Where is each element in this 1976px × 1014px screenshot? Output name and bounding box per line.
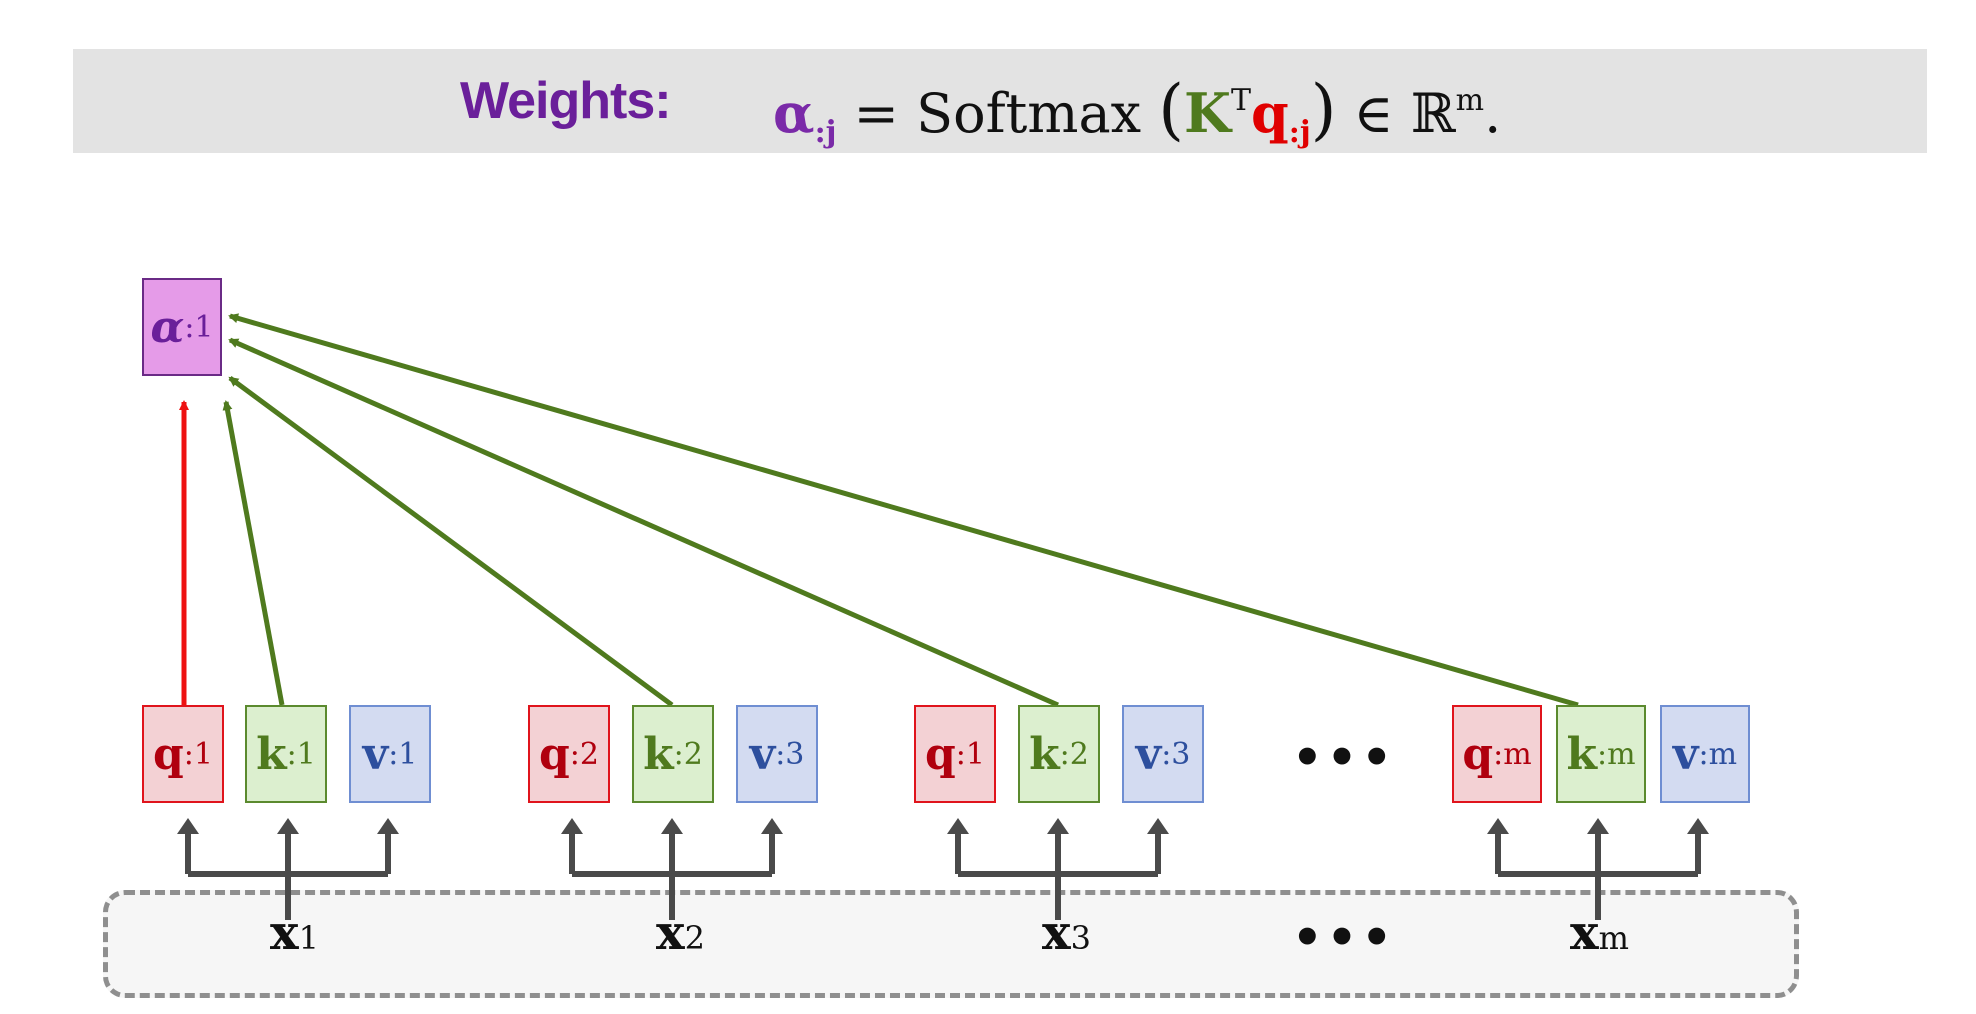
formula-alpha-sub: :j: [814, 115, 837, 150]
value-sub: :3: [775, 736, 805, 772]
key3-to-alpha-arrow: [228, 337, 1060, 708]
formula-period: .: [1484, 82, 1502, 145]
formula-R-sup: m: [1455, 83, 1485, 118]
x-sub: 3: [1070, 919, 1091, 957]
formula-in-R: ∈ ℝ: [1336, 82, 1456, 145]
weights-formula: α:j = Softmax (KTq:j) ∈ ℝm.: [773, 49, 1501, 153]
connector-arrowhead-k: [277, 818, 299, 834]
query-box-3: q:1: [914, 705, 996, 803]
value-box-2: v:3: [736, 705, 818, 803]
value-symbol: v: [362, 728, 389, 780]
key-symbol: k: [643, 728, 674, 780]
query-symbol: q: [153, 728, 184, 780]
formula-q-sub: :j: [1288, 115, 1311, 150]
connector-arrowhead-q: [561, 818, 583, 834]
formula-rparen: ): [1310, 71, 1337, 148]
query-sub: :2: [569, 736, 599, 772]
x-sub: 1: [298, 919, 319, 957]
connector-arrowhead-v: [761, 818, 783, 834]
keym-to-alpha-arrow: [228, 313, 1579, 708]
query-symbol: q: [925, 728, 956, 780]
value-sub: :3: [1161, 736, 1191, 772]
query-box-m: q:m: [1452, 705, 1542, 803]
formula-banner: Weights: α:j = Softmax (KTq:j) ∈ ℝm.: [73, 49, 1927, 153]
key-sub: :m: [1596, 736, 1636, 772]
x-sub: m: [1598, 919, 1629, 957]
key-symbol: k: [1566, 728, 1597, 780]
formula-alpha: α: [773, 81, 815, 145]
connector-arrowhead-v: [377, 818, 399, 834]
x-symbol: x: [270, 905, 299, 961]
key-box-m: k:m: [1556, 705, 1646, 803]
ellipsis-top: •••: [1292, 730, 1397, 786]
query-symbol: q: [1462, 728, 1494, 780]
key1-to-alpha-arrow: [222, 400, 285, 706]
key-symbol: k: [256, 728, 287, 780]
key-sub: :2: [1059, 736, 1089, 772]
input-xm: xm: [1570, 905, 1629, 961]
x-symbol: x: [1042, 905, 1071, 961]
value-symbol: v: [1672, 728, 1699, 780]
formula-softmax: = Softmax: [836, 82, 1159, 145]
value-symbol: v: [1135, 728, 1162, 780]
query-box-1: q:1: [142, 705, 224, 803]
key-box-3: k:2: [1018, 705, 1100, 803]
input-x3: x3: [1042, 905, 1091, 961]
value-box-1: v:1: [349, 705, 431, 803]
alpha-sub: :1: [184, 309, 214, 345]
key-box-2: k:2: [632, 705, 714, 803]
input-x1: x1: [270, 905, 319, 961]
connector-arrowhead-k: [1047, 818, 1069, 834]
value-sub: :1: [388, 736, 418, 772]
query-sub: :1: [955, 736, 985, 772]
weights-label: Weights:: [460, 72, 672, 130]
key-sub: :2: [673, 736, 703, 772]
key-symbol: k: [1029, 728, 1060, 780]
alpha-weights-box: α:1: [142, 278, 222, 376]
value-box-3: v:3: [1122, 705, 1204, 803]
formula-q: q: [1251, 81, 1289, 145]
query-box-2: q:2: [528, 705, 610, 803]
connector-arrowhead-k: [661, 818, 683, 834]
formula-K: K: [1184, 81, 1231, 145]
x-sub: 2: [684, 919, 705, 957]
value-symbol: v: [749, 728, 776, 780]
key-box-1: k:1: [245, 705, 327, 803]
input-x2: x2: [656, 905, 705, 961]
query-sub: :m: [1493, 736, 1532, 772]
value-box-m: v:m: [1660, 705, 1750, 803]
value-sub: :m: [1698, 736, 1738, 772]
connector-arrowhead-q: [1487, 818, 1509, 834]
key-sub: :1: [286, 736, 316, 772]
connector-arrowhead-q: [177, 818, 199, 834]
input-sequence-container: [103, 890, 1799, 998]
connector-arrowhead-q: [947, 818, 969, 834]
query-symbol: q: [539, 728, 570, 780]
connector-arrowhead-k: [1587, 818, 1609, 834]
x-symbol: x: [656, 905, 685, 961]
alpha-symbol: α: [150, 301, 185, 353]
ellipsis-bottom: •••: [1292, 910, 1397, 966]
formula-K-sup: T: [1230, 83, 1251, 118]
formula-lparen: (: [1158, 71, 1185, 148]
query-sub: :1: [183, 736, 213, 772]
connector-arrowhead-v: [1687, 818, 1709, 834]
connector-arrowhead-v: [1147, 818, 1169, 834]
key2-to-alpha-arrow: [228, 375, 674, 708]
x-symbol: x: [1570, 905, 1599, 961]
